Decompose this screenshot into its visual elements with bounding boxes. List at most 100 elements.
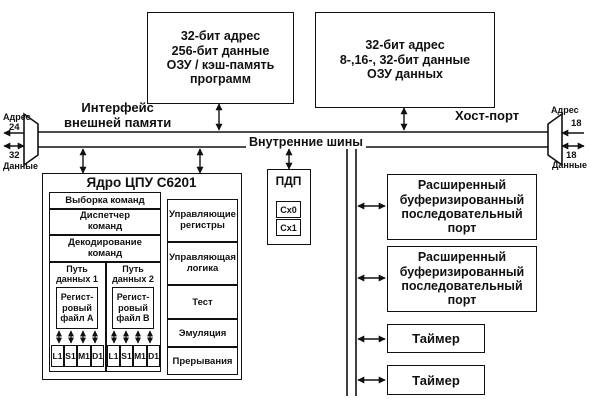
- unit-m1-b-label: M1: [134, 351, 146, 361]
- data-path-1-line-1: Путь: [66, 264, 88, 274]
- dma-channel-0: Cx0: [276, 201, 301, 218]
- serial-port-2-line-4: порт: [447, 293, 477, 308]
- data-path-1-block: Путь данных 1 Регист- ровый файл А L1 S1…: [49, 262, 106, 372]
- serial-port-1-block: Расширенный буферизированный последовате…: [387, 174, 537, 240]
- register-file-a-line-3: файл А: [60, 313, 94, 324]
- control-registers-block: Управляющие регистры: [167, 199, 238, 242]
- unit-d1-b: D1: [147, 345, 160, 367]
- data-memory-block: 32-бит адрес 8-,16-, 32-бит данные ОЗУ д…: [315, 12, 495, 108]
- control-logic-block: Управляющая логика: [167, 242, 238, 285]
- host-port-title: Хост-порт: [455, 108, 520, 123]
- emif-data-label: Данные: [3, 161, 38, 171]
- dma-title: ПДП: [275, 174, 302, 188]
- unit-l1-b: L1: [107, 345, 120, 367]
- serial-port-1-line-1: Расширенный: [417, 178, 507, 193]
- emif-data-width: 32: [9, 150, 20, 161]
- register-file-a-line-2: ровый: [62, 302, 92, 313]
- interrupts-block: Прерывания: [167, 347, 238, 375]
- unit-m1-b: M1: [133, 345, 147, 367]
- unit-m1-a: M1: [77, 345, 91, 367]
- dma-channel-1: Cx1: [276, 219, 301, 236]
- timer-2-block: Таймер: [387, 365, 485, 395]
- emif-title: Интерфейс внешней памяти: [64, 100, 172, 131]
- dma-channel-0-label: Cx0: [280, 204, 297, 215]
- unit-s1-a: S1: [64, 345, 77, 367]
- decode-block: Декодирование команд: [49, 235, 161, 262]
- program-memory-block: 32-бит адрес 256-бит данные ОЗУ / кэш-па…: [147, 12, 294, 104]
- host-addr-label: Адрес: [551, 105, 579, 115]
- serial-port-2-line-3: последовательный: [401, 279, 523, 293]
- program-memory-line-3: ОЗУ / кэш-память: [166, 58, 275, 72]
- data-path-1-line-2: данных 1: [56, 274, 98, 285]
- decode-line-2: команд: [87, 247, 123, 259]
- timer-1-label: Таймер: [412, 331, 460, 346]
- data-path-1-title: Путь данных 1: [50, 264, 104, 285]
- unit-l1-a: L1: [51, 345, 64, 367]
- data-path-2-line-1: Путь: [122, 264, 144, 274]
- control-registers-line-2: регистры: [180, 219, 225, 231]
- serial-port-1-line-4: порт: [447, 221, 477, 236]
- fetch-block: Выборка команд: [49, 192, 161, 209]
- register-file-b: Регист- ровый файл В: [112, 287, 154, 329]
- interrupts-label: Прерывания: [172, 355, 233, 367]
- emif-addr-width: 24: [9, 122, 20, 133]
- emif-title-line-1: Интерфейс: [81, 100, 154, 115]
- dispatch-block: Диспетчер команд: [49, 209, 161, 235]
- host-port-trapezoid: [547, 112, 563, 167]
- register-file-b-arrows: [111, 330, 153, 344]
- unit-l1-a-label: L1: [52, 351, 63, 361]
- internal-bus-label: Внутренние шины: [246, 135, 366, 149]
- cpu-core-block: Ядро ЦПУ С6201 Выборка команд Диспетчер …: [42, 173, 242, 380]
- program-memory-line-1: 32-бит адрес: [180, 29, 261, 44]
- unit-d1-b-label: D1: [148, 351, 159, 361]
- register-file-a: Регист- ровый файл А: [56, 287, 98, 329]
- dispatch-line-2: команд: [87, 221, 123, 232]
- data-path-2-line-2: данных 2: [112, 274, 154, 285]
- unit-d1-a-label: D1: [92, 351, 103, 361]
- timer-1-block: Таймер: [387, 324, 485, 353]
- dispatch-line-1: Диспетчер: [79, 210, 131, 222]
- serial-port-1-line-2: буферизированный: [399, 192, 525, 207]
- data-path-2-title: Путь данных 2: [107, 264, 159, 285]
- unit-d1-a: D1: [91, 345, 104, 367]
- emulation-label: Эмуляция: [178, 327, 227, 339]
- register-file-b-line-1: Регист-: [116, 292, 150, 303]
- register-file-b-line-3: файл В: [116, 313, 150, 324]
- register-file-b-line-2: ровый: [118, 302, 148, 313]
- host-data-width: 18: [566, 150, 577, 161]
- register-file-a-arrows: [56, 330, 98, 344]
- unit-s1-b-label: S1: [121, 351, 132, 361]
- serial-port-2-block: Расширенный буферизированный последовате…: [387, 246, 537, 312]
- fetch-label: Выборка команд: [65, 195, 145, 206]
- test-label: Тест: [192, 296, 213, 308]
- register-file-a-line-1: Регист-: [60, 292, 94, 303]
- unit-l1-b-label: L1: [108, 351, 119, 361]
- unit-s1-b: S1: [120, 345, 133, 367]
- program-memory-line-4: программ: [189, 72, 252, 87]
- data-path-2-block: Путь данных 2 Регист- ровый файл В L1 S1…: [106, 262, 161, 372]
- serial-port-2-line-1: Расширенный: [417, 250, 507, 265]
- cpu-core-title: Ядро ЦПУ С6201: [86, 175, 197, 190]
- unit-s1-a-label: S1: [65, 351, 76, 361]
- serial-port-1-line-3: последовательный: [401, 207, 523, 221]
- dma-block: ПДП Cx0 Cx1: [267, 169, 311, 245]
- emif-title-line-2: внешней памяти: [64, 114, 172, 130]
- host-addr-width: 18: [571, 118, 582, 129]
- program-memory-line-2: 256-бит данные: [171, 43, 270, 58]
- data-memory-line-2: 8-,16-, 32-бит данные: [339, 52, 471, 67]
- unit-m1-a-label: M1: [78, 351, 90, 361]
- control-logic-line-1: Управляющая: [169, 251, 236, 263]
- data-memory-line-3: ОЗУ данных: [367, 67, 443, 82]
- emulation-block: Эмуляция: [167, 319, 238, 347]
- decode-line-1: Декодирование: [68, 236, 142, 248]
- control-logic-line-2: логика: [186, 262, 219, 274]
- host-data-label: Данные: [552, 160, 587, 170]
- dma-channel-1-label: Cx1: [280, 222, 297, 233]
- emif-addr-label: Адрес: [3, 112, 31, 122]
- test-block: Тест: [167, 285, 238, 319]
- timer-2-label: Таймер: [412, 372, 460, 388]
- control-registers-line-1: Управляющие: [169, 208, 236, 220]
- serial-port-2-line-2: буферизированный: [399, 264, 525, 279]
